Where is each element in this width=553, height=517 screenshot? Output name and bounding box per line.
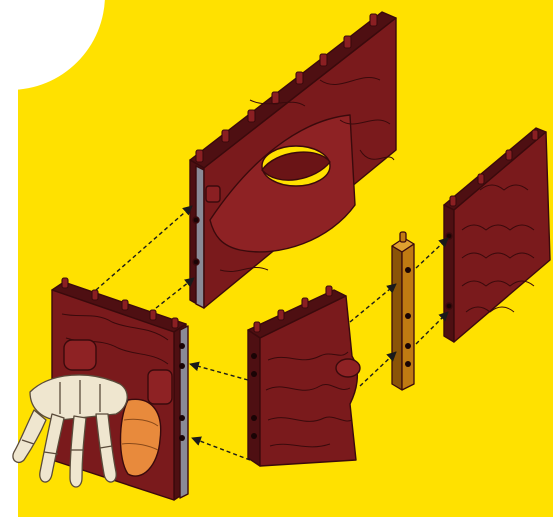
connector-spine	[392, 232, 414, 390]
